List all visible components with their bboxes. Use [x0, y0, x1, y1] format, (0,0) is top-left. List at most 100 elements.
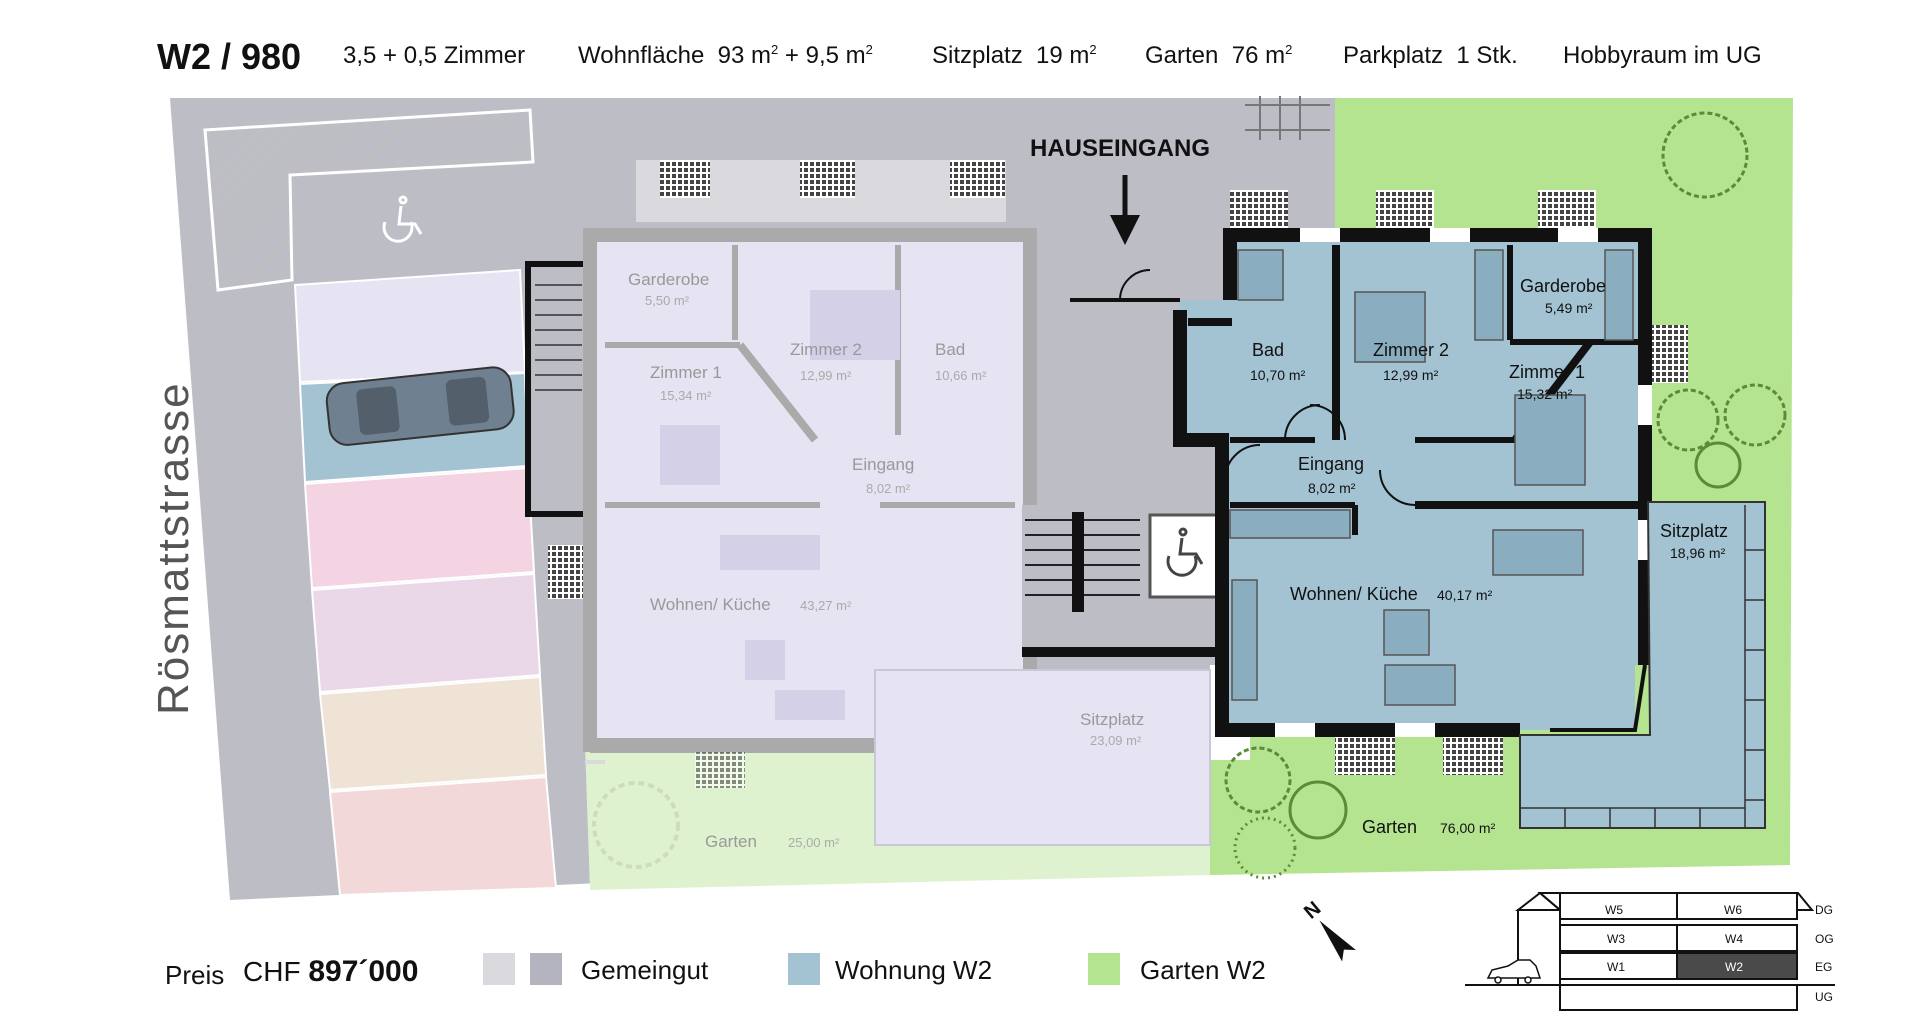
tree-icon: [1288, 780, 1348, 840]
hobbyraum-info: Hobbyraum im UG: [1563, 42, 1762, 69]
garden-w2-area: 76,00 m²: [1440, 820, 1496, 836]
parking-space: [293, 268, 527, 384]
tree-icon: [1694, 441, 1742, 489]
price-value: CHF 897´000: [243, 955, 418, 989]
garten-info: Garten 76 m2: [1145, 42, 1292, 70]
common-strip: [585, 760, 605, 764]
rooms-count: 3,5 + 0,5 Zimmer: [343, 42, 526, 69]
area-zimmer1-left: 15,34 m²: [660, 388, 712, 403]
room-eingang: Eingang: [1298, 454, 1364, 474]
area-wohnen: 40,17 m²: [1437, 587, 1493, 603]
parkplatz-info: Parkplatz 1 Stk.: [1343, 42, 1518, 70]
area-zimmer2: 12,99 m²: [1383, 367, 1439, 383]
area-eingang-left: 8,02 m²: [866, 481, 911, 496]
entrance-label: HAUSEINGANG: [1030, 135, 1210, 162]
car-icon: [1486, 959, 1542, 984]
section-og: OG: [1815, 932, 1834, 946]
legend-gemeingut: Gemeingut: [581, 955, 709, 985]
area-zimmer1: 15,32 m²: [1517, 386, 1573, 402]
area-bad-left: 10,66 m²: [935, 368, 987, 383]
room-zimmer2: Zimmer 2: [1373, 340, 1449, 360]
parking-space: [328, 775, 558, 897]
area-garderobe: 5,49 m²: [1545, 300, 1593, 316]
tree-icon: [1224, 746, 1292, 814]
legend-swatch-gemeingut-dark: [530, 953, 562, 985]
neighbour-unit: [583, 160, 1037, 788]
area-wohnen-left: 43,27 m²: [800, 598, 852, 613]
parking-space: [318, 675, 548, 792]
parking-space: [310, 572, 542, 694]
unit-title: W2 / 980: [157, 36, 302, 77]
section-ug: UG: [1815, 990, 1833, 1004]
parkplatz-label: Parkplatz: [1343, 42, 1444, 69]
legend-wohnung: Wohnung W2: [835, 955, 993, 985]
room-bad: Bad: [1252, 340, 1284, 360]
sq-sup: 2: [865, 42, 873, 57]
room-sitzplatz-left: Sitzplatz: [1080, 710, 1144, 729]
parkplatz-value: 1 Stk.: [1456, 42, 1518, 69]
tree-icon: [1661, 111, 1749, 199]
section-dg: DG: [1815, 903, 1833, 917]
area-eingang: 8,02 m²: [1308, 480, 1356, 496]
hatched-zone: [203, 108, 535, 292]
wohnflaeche-label: Wohnfläche: [578, 42, 705, 69]
room-garderobe: Garderobe: [1520, 276, 1606, 296]
section-w3: W3: [1607, 932, 1625, 946]
w2-sitzplatz: [1519, 501, 1766, 829]
wohnflaeche-info: Wohnfläche 93 m2 + 9,5 m2: [578, 42, 873, 70]
room-bad-left: Bad: [935, 340, 965, 359]
wohnflaeche-extra: + 9,5 m: [784, 42, 866, 69]
price-amount: 897´000: [308, 955, 419, 988]
garden-w2-label: Garten: [1362, 817, 1417, 837]
section-w6: W6: [1724, 903, 1742, 917]
sitzplatz-value: 19 m: [1036, 42, 1090, 69]
parking-space: [303, 466, 536, 590]
exterior-stair: [525, 261, 591, 517]
tree-icon: [1723, 383, 1787, 447]
sq-sup: 2: [771, 42, 779, 57]
room-zimmer1-left: Zimmer 1: [650, 363, 722, 382]
w2-apartment: [1173, 190, 1688, 775]
legend-swatch-wohnung: [788, 953, 820, 985]
svg-text:N: N: [1300, 897, 1325, 923]
tree-icon: [1233, 816, 1297, 880]
section-w1: W1: [1607, 960, 1625, 974]
room-wohnen-left: Wohnen/ Küche: [650, 595, 771, 614]
entrance-arrowhead: [1110, 215, 1140, 245]
section-w4: W4: [1725, 932, 1743, 946]
wohnflaeche-value: 93 m: [717, 42, 772, 69]
area-bad: 10,70 m²: [1250, 367, 1306, 383]
section-eg: EG: [1815, 960, 1832, 974]
legend-garten: Garten W2: [1140, 955, 1266, 985]
wheelchair-icon: [1166, 527, 1204, 577]
sitzplatz-label: Sitzplatz: [932, 42, 1023, 69]
price-label: Preis: [165, 960, 225, 990]
light-well: [548, 545, 584, 599]
garten-value: 76 m: [1231, 42, 1286, 69]
wheelchair-icon: [382, 195, 423, 243]
door-swing: [1119, 269, 1151, 301]
sq-sup: 2: [1089, 42, 1097, 57]
area-garderobe-left: 5,50 m²: [645, 293, 690, 308]
room-zimmer2-left: Zimmer 2: [790, 340, 862, 359]
legend-swatch-gemeingut-light: [483, 953, 515, 985]
sq-sup: 2: [1285, 42, 1293, 57]
garden-left-area: 25,00 m²: [788, 835, 840, 850]
sitzplatz-info: Sitzplatz 19 m2: [932, 42, 1097, 70]
room-sitzplatz: Sitzplatz: [1660, 521, 1728, 541]
tree-icon: [592, 781, 680, 869]
section-w5: W5: [1605, 903, 1623, 917]
section-w2: W2: [1725, 960, 1743, 974]
room-wohnen: Wohnen/ Küche: [1290, 584, 1418, 604]
neighbour-sitzplatz: [874, 669, 1211, 846]
room-eingang-left: Eingang: [852, 455, 914, 474]
garden-left-label: Garten: [705, 832, 757, 851]
car-icon: [325, 366, 515, 446]
header: W2 / 980 3,5 + 0,5 Zimmer Wohnfläche 93 …: [0, 0, 1920, 90]
stair-core: [1072, 512, 1084, 612]
elevator: [1148, 513, 1222, 599]
bike-stand-icon: [1245, 96, 1330, 140]
street-label: Rösmattstrasse: [149, 381, 198, 715]
room-garderobe-left: Garderobe: [628, 270, 709, 289]
